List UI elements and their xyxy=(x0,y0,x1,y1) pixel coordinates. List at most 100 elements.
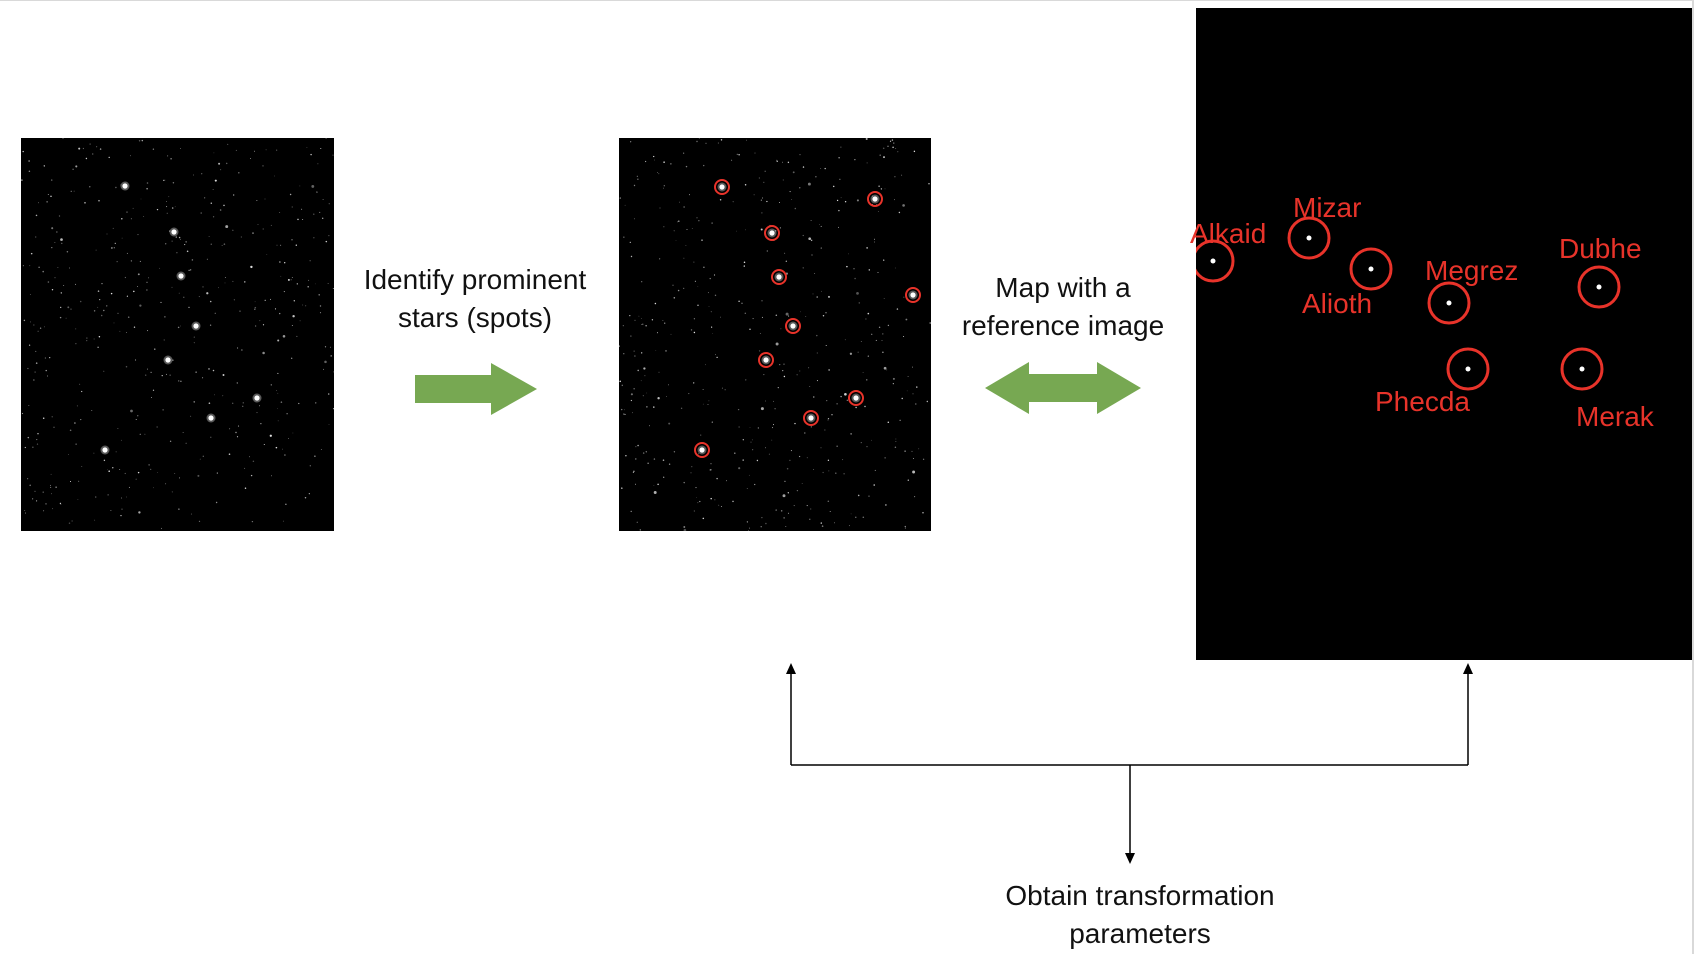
background-star-dot xyxy=(816,296,818,298)
background-star-dot xyxy=(732,201,734,203)
background-star-dot xyxy=(208,368,210,370)
background-star-dot xyxy=(668,463,671,465)
background-star-dot xyxy=(780,328,782,330)
background-star-dot xyxy=(330,355,332,357)
background-star-dot xyxy=(101,282,103,285)
background-star-dot xyxy=(126,496,127,498)
background-star-dot xyxy=(232,229,234,231)
arrowhead-up-left-icon xyxy=(786,663,796,674)
background-star-dot xyxy=(63,285,65,286)
background-star-dot xyxy=(820,447,822,449)
background-star-dot xyxy=(757,427,759,429)
background-star-dot xyxy=(154,348,156,350)
background-star-dot xyxy=(693,382,695,384)
background-star-dot xyxy=(212,189,214,190)
background-star-dot xyxy=(891,139,894,141)
background-star-dot xyxy=(308,493,310,495)
background-star-dot xyxy=(139,260,141,262)
background-star-dot xyxy=(680,407,683,409)
background-star-dot xyxy=(711,326,713,328)
map-reference-caption: Map with a reference image xyxy=(950,269,1176,345)
background-star-dot xyxy=(210,243,212,245)
background-star-dot xyxy=(683,206,685,208)
background-star-dot xyxy=(630,399,633,402)
background-star-dot xyxy=(141,139,144,142)
background-star-dot xyxy=(867,312,870,315)
background-star-dot xyxy=(710,468,712,471)
background-star-dot xyxy=(904,527,906,529)
background-star-dot xyxy=(22,265,24,267)
background-star-dot xyxy=(97,290,100,292)
background-star-dot xyxy=(166,206,168,208)
background-star-dot xyxy=(125,365,128,368)
background-star-dot xyxy=(624,204,626,206)
background-star-dot xyxy=(244,281,246,283)
background-star-dot xyxy=(903,296,905,298)
star-marker-alioth xyxy=(1349,247,1393,291)
background-star-dot xyxy=(748,474,750,476)
background-star-dot xyxy=(180,148,182,150)
background-star-dot xyxy=(783,363,785,365)
background-star-dot xyxy=(25,512,27,514)
background-star-dot xyxy=(849,352,853,355)
background-star-dot xyxy=(317,163,319,165)
background-star-dot xyxy=(871,439,872,441)
background-star-dot xyxy=(737,408,740,411)
background-star-dot xyxy=(782,369,784,372)
background-star-dot xyxy=(165,483,167,485)
background-star-dot xyxy=(838,157,840,159)
background-star-dot xyxy=(276,149,278,151)
background-star-dot xyxy=(809,518,811,520)
background-star-dot xyxy=(810,219,812,222)
background-star-dot xyxy=(322,217,324,219)
background-star-dot xyxy=(198,520,201,523)
background-star-dot xyxy=(324,360,327,364)
background-star-dot xyxy=(745,379,747,381)
reference-star-image xyxy=(1196,8,1692,660)
background-star-dot xyxy=(720,316,721,318)
background-star-dot xyxy=(36,439,38,441)
background-star-dot xyxy=(814,273,816,274)
background-star-dot xyxy=(866,162,868,164)
background-star-dot xyxy=(637,444,639,447)
background-star-dot xyxy=(188,269,190,272)
detection-circle xyxy=(803,410,819,426)
background-star-dot xyxy=(824,167,826,170)
background-star-dot xyxy=(672,284,674,286)
background-star-dot xyxy=(143,215,145,217)
background-star-dot xyxy=(904,450,906,452)
background-star-dot xyxy=(903,336,905,337)
background-star-dot xyxy=(746,488,748,489)
background-star-dot xyxy=(313,213,315,215)
background-star-dot xyxy=(873,484,875,486)
background-star-dot xyxy=(877,211,879,213)
background-star-dot xyxy=(23,319,26,322)
background-star-dot xyxy=(27,478,29,480)
background-star-dot xyxy=(296,283,298,285)
background-star-dot xyxy=(707,403,709,405)
background-star-dot xyxy=(636,175,638,177)
background-star-dot xyxy=(806,457,808,459)
background-star-dot xyxy=(839,178,841,180)
background-star-dot xyxy=(108,470,110,472)
background-star-dot xyxy=(212,369,215,372)
raw-star-field-canvas xyxy=(21,138,334,530)
background-star-dot xyxy=(644,160,647,163)
background-star-dot xyxy=(860,442,862,444)
background-star-dot xyxy=(810,508,812,510)
background-star-dot xyxy=(280,244,282,246)
background-star-dot xyxy=(201,173,203,175)
background-star-dot xyxy=(140,198,142,200)
background-star-dot xyxy=(98,199,100,202)
background-star-dot xyxy=(820,168,822,169)
detection-circle xyxy=(848,390,864,406)
background-star-dot xyxy=(738,426,740,428)
background-star-dot xyxy=(821,525,824,527)
background-star-dot xyxy=(291,357,293,359)
background-star-dot xyxy=(709,277,711,280)
background-star-dot xyxy=(642,395,644,397)
background-star-dot xyxy=(874,469,876,471)
background-star-dot xyxy=(892,146,894,149)
background-star-dot xyxy=(260,423,262,425)
background-star-dot xyxy=(76,405,78,407)
